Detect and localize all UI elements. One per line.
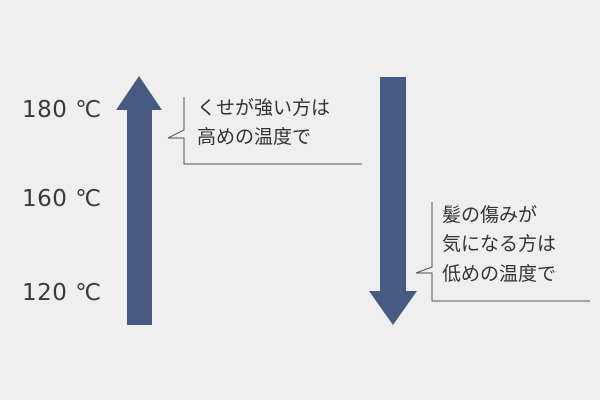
temp-label-180: 180 ℃ <box>22 97 102 123</box>
callout-low-line3: 低めの温度で <box>442 262 557 285</box>
arrow-down-icon <box>369 77 417 325</box>
callout-low-line2: 気になる方は <box>442 233 557 256</box>
callout-low-temperature: 髪の傷みが 気になる方は 低めの温度で <box>442 201 556 289</box>
callout-high-temperature: くせが強い方は 高めの温度で <box>197 94 330 153</box>
callout-high-line2: 高めの温度で <box>197 126 312 149</box>
callout-low-line1: 髪の傷みが <box>442 204 538 226</box>
callout-low-leader <box>415 202 590 302</box>
temp-label-120: 120 ℃ <box>22 280 102 306</box>
temp-label-160: 160 ℃ <box>22 186 102 212</box>
arrow-up-icon <box>116 76 162 325</box>
callout-high-leader <box>167 97 362 165</box>
callout-high-line1: くせが強い方は <box>197 97 331 119</box>
